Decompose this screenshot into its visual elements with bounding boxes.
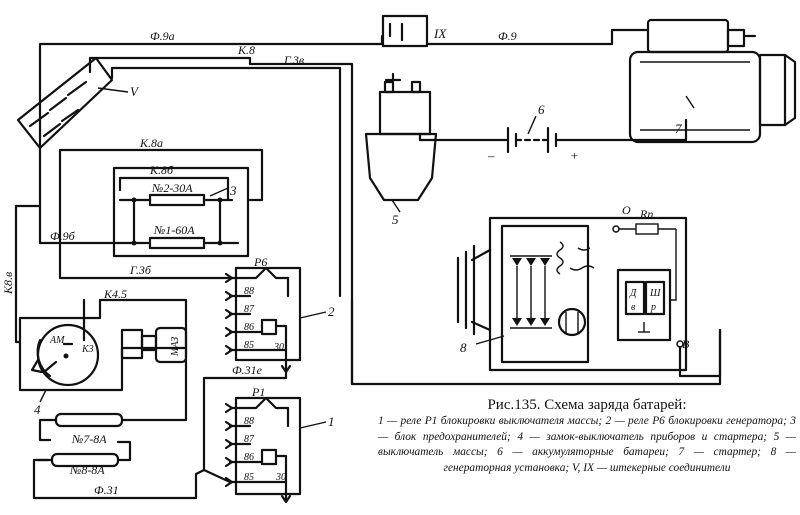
ignition-switch-4: К8.в К4.5 АМ К3 МАЗ 4 bbox=[1, 204, 188, 417]
connector-ix-label: IX bbox=[433, 26, 447, 41]
relay-r1-name: Р1 bbox=[251, 385, 265, 399]
wire-label-k45: К4.5 bbox=[103, 287, 127, 301]
gen-d: Д bbox=[629, 288, 637, 299]
caption-text: 1 — реле Р1 блокировки выключателя массы… bbox=[378, 415, 796, 474]
gen-r: р bbox=[650, 302, 656, 313]
fuse-block-ref: 3 bbox=[229, 183, 237, 198]
relay-r6-pin-87: 87 bbox=[244, 304, 255, 315]
generator-8: Д в Ш р О Rп В 8 bbox=[456, 203, 722, 378]
ignition-key-label: МАЗ bbox=[170, 337, 181, 357]
gen-rp: Rп bbox=[639, 207, 653, 221]
relay-r1-pin-86: 86 bbox=[244, 452, 254, 463]
ignition-am: АМ bbox=[49, 335, 65, 346]
starter-7: 7 bbox=[628, 18, 797, 144]
relay-r1-pin-30: 30 bbox=[275, 472, 286, 483]
relay-r6-pin-30: 30 bbox=[273, 342, 284, 353]
fuse8-label: №8-8А bbox=[69, 463, 105, 477]
relay-r6-name: Р6 bbox=[253, 255, 267, 269]
connector-v: V bbox=[16, 56, 140, 150]
wire-label-k8v: К8.в bbox=[1, 272, 15, 295]
relay-r1: Р1 88 87 86 85 30 1 bbox=[224, 385, 335, 504]
relay-r1-pin-88: 88 bbox=[244, 416, 254, 427]
top-wires bbox=[38, 28, 722, 386]
starter-ref: 7 bbox=[675, 121, 682, 136]
fuse-block-3: К.8а К.8б №2-30А 3 №1-60А Ф.9б Г.3б bbox=[38, 130, 264, 280]
battery-ref: 6 bbox=[538, 102, 545, 117]
relay-r6-pin-85: 85 bbox=[244, 340, 254, 351]
battery-minus: – bbox=[487, 148, 495, 163]
relay-r1-ref: 1 bbox=[328, 414, 335, 429]
wire-label-f31e: Ф.31е bbox=[232, 363, 263, 377]
figure-caption: Рис.135. Схема заряда батарей: 1 — реле … bbox=[378, 397, 796, 476]
fuse2-label: №2-30А bbox=[151, 181, 193, 195]
wire-label-g3b: Г.3б bbox=[129, 263, 152, 277]
caption-title: Рис.135. Схема заряда батарей: bbox=[487, 397, 687, 413]
relay-r1-pin-87: 87 bbox=[244, 434, 255, 445]
gen-sh: Ш bbox=[649, 288, 661, 299]
gen-b: В bbox=[682, 337, 690, 351]
connector-ix: IX bbox=[381, 14, 447, 48]
mass-switch-5: 5 bbox=[364, 72, 438, 227]
wire-label-f31: Ф.31 bbox=[94, 483, 119, 497]
wire-label-k8b: К.8б bbox=[149, 163, 174, 177]
relay-r6-pin-86: 86 bbox=[244, 322, 254, 333]
fuses-7-8: №7-8А №8-8А bbox=[36, 346, 188, 477]
fuse1-label: №1-60А bbox=[153, 223, 195, 237]
ignition-ref: 4 bbox=[34, 402, 41, 417]
wire-label-f9b: Ф.9б bbox=[50, 229, 76, 243]
mass-switch-ref: 5 bbox=[392, 212, 399, 227]
relay-r1-pin-85: 85 bbox=[244, 472, 254, 483]
gen-v: в bbox=[631, 302, 636, 313]
connector-v-label: V bbox=[130, 84, 140, 99]
relay-r6-ref: 2 bbox=[328, 304, 335, 319]
wire-label-f9a: Ф.9а bbox=[150, 29, 175, 43]
relay-r6-pin-88: 88 bbox=[244, 286, 254, 297]
wire-label-g3v: Г.3в bbox=[283, 53, 304, 67]
battery-plus: + bbox=[570, 148, 579, 163]
battery-6: 6 – + bbox=[418, 102, 688, 163]
generator-ref: 8 bbox=[460, 340, 467, 355]
relay-r6: Р6 88 87 86 85 30 2 bbox=[224, 255, 335, 374]
fuse7-label: №7-8А bbox=[71, 432, 107, 446]
ignition-k3: К3 bbox=[81, 344, 94, 355]
wire-label-k8: К.8 bbox=[237, 43, 255, 57]
wire-label-f9: Ф.9 bbox=[498, 29, 517, 43]
gen-o: О bbox=[622, 203, 631, 217]
wire-label-k8a: К.8а bbox=[139, 136, 163, 150]
